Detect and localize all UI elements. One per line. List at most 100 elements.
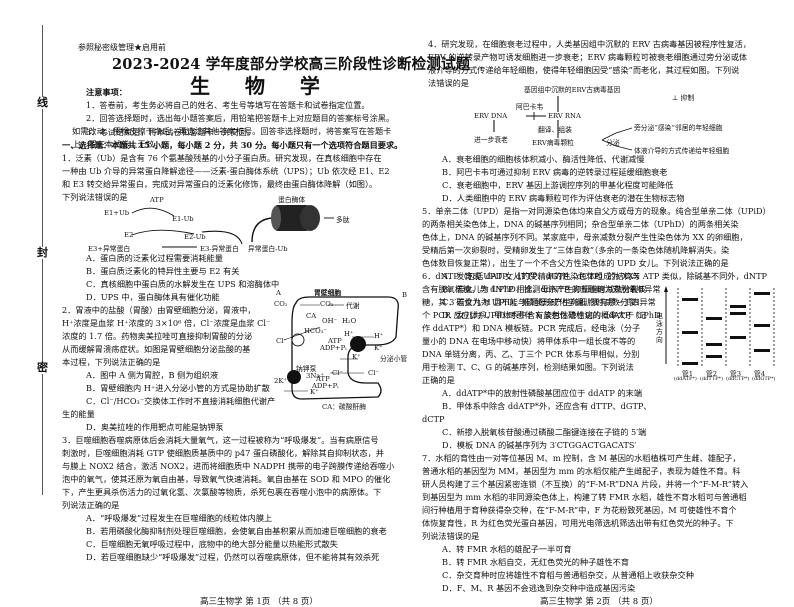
k-out-label: K⁺: [374, 344, 383, 352]
page-footer-right: 高三生物学 第 2页 （共 8 页）: [540, 597, 658, 607]
q6-line: 个 PCR 反应体系，甲体系中含有放射性磷标记的 ddATP（记: [422, 310, 647, 320]
q4-option-b: B．阿巴卡韦可通过抑制 ERV 病毒的逆转录过程延缓细胞衰老: [442, 167, 668, 177]
humoral-label: 体液介导的方式传递给年轻细胞: [634, 147, 730, 155]
parietal-cell-shape: [283, 296, 399, 400]
subject-title: 生 物 学: [190, 74, 334, 98]
e3-protein-label: E3-异常蛋白: [200, 245, 239, 253]
q7-line: 研人员构建了三个基因紧密连锁（不互换）的“F-M-R”DNA 片段，并将一个“F…: [422, 479, 749, 489]
na3-label: 3Na⁺: [306, 372, 324, 380]
h2o-label: H₂O: [342, 317, 357, 325]
oh-label: OH⁻: [322, 317, 338, 325]
atp-label-1: ATP: [328, 337, 342, 345]
q4-option-a: A．衰老细胞的细胞核体积减小、酶活性降低、代谢减慢: [442, 154, 645, 164]
pump-label: 钠钾泵: [296, 365, 317, 373]
lane-3-sub: (ddCTP*): [726, 376, 750, 382]
binding-margin-char: 封: [37, 246, 48, 259]
atp-label-2: ATP: [316, 375, 330, 383]
q2-line: 从而缓解胃溃疡症状。如图是胃壁细胞分泌盐酸的基: [62, 344, 251, 354]
q6-option-d: D．模板 DNA 的碱基序列为 3′CTGGACTGACATS′: [442, 440, 637, 450]
q6-option-c: C．新掺入脱氧核苷酸通过磷酸二酯键连接在子链的 5′端: [442, 427, 647, 437]
q1-line: 和 E3 转交给异常蛋白，完成对异常蛋白的泛素化修饰，最终由蛋白酶体降解（如图）…: [62, 179, 378, 189]
q3-option-b: B．若用磷酸化酶抑制剂处理巨噬细胞，会使氧自由基积累从而加速巨噬细胞的衰老: [86, 526, 387, 536]
lane-4-sub: (ddGTP*): [752, 376, 776, 382]
erv-gene-label: 基因组中沉默的ERV古病毒基因: [524, 86, 621, 94]
adp-label-2: ADP+Pᵢ: [312, 382, 339, 390]
q5-option-d: D．女儿为 UPiD 时患伴 X 染色体隐性病的概率大于 UPhD: [442, 310, 661, 320]
section-heading: 一、选择题：本题共 15 小题，每小题 2 分，共 30 分。每小题只有一个选项…: [62, 140, 403, 150]
q4-line: 4．研究发现，在细胞衰老过程中，人类基因组中沉默的 ERV 古病毒基因被程序性复…: [428, 39, 751, 49]
secrete-label: 分泌: [606, 139, 620, 147]
translate-label: 翻译、组装: [538, 126, 572, 134]
q2-line: 2．胃液中的盐酸（胃酸）由胃壁细胞分泌，胃液中，: [62, 305, 256, 315]
q1-line: 1．泛素（Ub）是含有 76 个氨基酸残基的小分子蛋白质。研究发现，在真核细胞中…: [62, 153, 382, 163]
h-in-label: H⁺: [344, 330, 354, 338]
q6-line: DNA 单链分离，丙、乙、丁三个 PCR 体系与甲相似，分别: [422, 349, 640, 359]
e2-label: E2: [124, 231, 134, 239]
ubiquitin-arrows: [131, 205, 334, 248]
q7-line: 间行种植用于育种获得杂交种，在“F-M-R”中，F 为花粉致死基因，M 可使雄性…: [422, 505, 737, 515]
q6-option-a: A．ddATP*中的放射性磷酸基团应位于 ddATP 的末端: [442, 388, 643, 398]
notice-item: 上。写在本试卷上无效。: [72, 139, 163, 149]
notice-item: 2．回答选择题时，选出每小题答案后，用铅笔把答题卡上对应题目的答案标号涂黑。: [86, 113, 395, 123]
q3-line: 与膜上 NOX2 结合，激活 NOX2，进而将细胞质中 NADPH 携带的电子跨…: [62, 461, 395, 471]
q4-line: 液介导的方式传递给年轻细胞，使得年轻细胞因受“感染”而老化，其过程如图。下列说: [428, 65, 740, 75]
q5-option-a: A．发育成 UPD 女儿的受精卵的性染色体组成为 XXX: [442, 271, 640, 281]
erv-particle-label: ERV病毒颗粒: [532, 139, 574, 147]
cl-left-label: Cl⁻: [276, 337, 287, 345]
parietal-cell-diagram: 胃壁细胞 A B CO₂ CO₂ 代谢 CA OH⁻ H₂O HCO₃⁻ Cl⁻…: [270, 289, 410, 411]
exam-title: 2023-2024 学年度部分学校高三阶段性诊断检测试题: [112, 56, 471, 73]
erv-rna-label: ERV RNA: [548, 112, 581, 120]
q1-line: 一种由 Ub 介导的异常蛋白降解途径——泛素-蛋白酶体系统（UPS）；Ub 依次…: [62, 166, 390, 176]
q6-line: 正确的是: [422, 375, 455, 385]
q3-line: 下，产生更具杀伤活力的过氧化氢、次氯酸等物质，杀死包裹在吞噬小泡中的病原体。下: [62, 487, 382, 497]
q3-option-d: D．若巨噬细胞缺少“呼吸爆发”过程，仍然可以吞噬病原体，但不能将其有效杀死: [86, 552, 380, 562]
q7-line: 列说法错误的是: [422, 531, 480, 541]
binding-margin-line: [42, 25, 43, 495]
secret-label: 参照秘密级管理★启用前: [78, 43, 166, 52]
co2-mid-label: CO₂: [320, 300, 334, 308]
metabolism-label: 代谢: [346, 302, 360, 310]
ubiquitin-diagram: ATP E1+Ub E1-Ub E2 E2-Ub E3+异常蛋白 E3-异常蛋白…: [88, 196, 372, 253]
q5-line: 的两条相关染色体上，DNA 的碱基序列相同；杂合型单亲二体（UPhD）的两条相关…: [422, 219, 739, 229]
further-aging-label: 进一步衰老: [474, 136, 508, 144]
notice-heading: 注意事项：: [86, 87, 127, 97]
q1-option-d: D．UPS 中，蛋白酶体具有催化功能: [86, 292, 220, 302]
gel-lanes: [664, 286, 775, 366]
e3-label: E3+异常蛋白: [88, 245, 131, 253]
proteasome-label: 蛋白酶体: [278, 196, 306, 204]
erv-arrows: [493, 96, 633, 151]
q3-line: 泡中的氧气，使其还原为氧自由基，导致氧气快速消耗。氧自由基在 SOD 和 MPO…: [62, 474, 391, 484]
e1ub-label: E1-Ub: [172, 215, 194, 223]
gel-figure: 电泳方向 管1 管2 管3 管4 (ddATP*) (ddTTP*) (ddCT…: [656, 284, 790, 384]
q1-option-c: C．真核细胞中蛋白质的水解发生在 UPS 和溶酶体中: [86, 279, 280, 289]
protein-ub-label: 异常蛋白-Ub: [248, 245, 288, 253]
ca-caption: CA：碳酸酐酶: [322, 403, 367, 411]
q5-option-c: C．若女儿为 UPiD，推测母亲产生卵细胞时减数分裂Ⅰ异常: [442, 297, 656, 307]
q2-option-b: B．胃壁细胞内 H⁺进入分泌小管的方式是协助扩散: [86, 383, 270, 393]
q7-option-c: C．杂交育种时应将雄性不育稻与普通稻杂交，从普通稻上收获杂交种: [442, 570, 694, 580]
gel-axis-label: 电泳方向: [656, 312, 663, 344]
paracrine-label: 旁分泌“感染”邻居的年轻细胞: [634, 124, 723, 132]
q5-line: 色体数目恢复正常），出生了一个不含父方性染色体的 UPD 女儿。下列说法正确的是: [422, 258, 729, 268]
side-b-label: B: [402, 291, 407, 299]
k-mid-label: K⁺: [352, 353, 361, 361]
q7-line: 7．水稻的育性由一对等位基因 M、m 控制，含 M 基因的水稻植株可产生雌、雄配…: [422, 453, 741, 463]
lane-2-sub: (ddTTP*): [700, 376, 723, 382]
inhibit-legend: ⊥ 抑制: [672, 94, 695, 102]
q3-line: 3．巨噬细胞吞噬病原体后会消耗大量氧气，这一过程被称为“呼吸爆发”。当有病原信号: [62, 435, 379, 445]
q4-line: 法错误的是: [428, 78, 469, 88]
q7-option-b: B．转 FMR 水稻自交，无红色荧光的种子雄性不育: [442, 557, 630, 567]
cl-right-label: Cl⁻: [368, 369, 379, 377]
q6-line: 含有脱氧核糖。与 dNTP 相比，ddNTP 的五碳糖为双脱氧核: [422, 284, 646, 294]
q4-line: ERV 的逆转录产物可诱发细胞进一步衰老；ERV 病毒颗粒可被衰老细胞通过旁分泌…: [428, 52, 748, 62]
q2-line: 本过程，下列说法正确的是: [62, 357, 161, 367]
k-bottom-label: K⁺: [310, 388, 319, 396]
q2-option-c-cont: 生的能量: [62, 409, 95, 419]
abacavir-label: 阿巴卡韦: [516, 103, 544, 111]
q5-line: 受精后第一次卵裂时，受精卵发生了“三体自救”（多余的一条染色体随机降解消失，染: [422, 245, 730, 255]
q5-option-b: B．若女儿为 UPhD，推测母亲产生卵细胞时减数分裂Ⅱ异常: [442, 284, 661, 294]
k2-label: 2K⁺: [274, 377, 287, 385]
q7-line: 体恢复育性，R 为红色荧光蛋白基因，可用光电筛选机筛选出带有红色荧光的种子。下: [422, 518, 734, 528]
q7-line: 普通水稻的基因型为 MM，基因型为 mm 的水稻仅能产生雌配子，表现为雄性不育。…: [422, 466, 741, 476]
q1-option-a: A．蛋白质的泛素化过程需要消耗能量: [86, 253, 223, 263]
